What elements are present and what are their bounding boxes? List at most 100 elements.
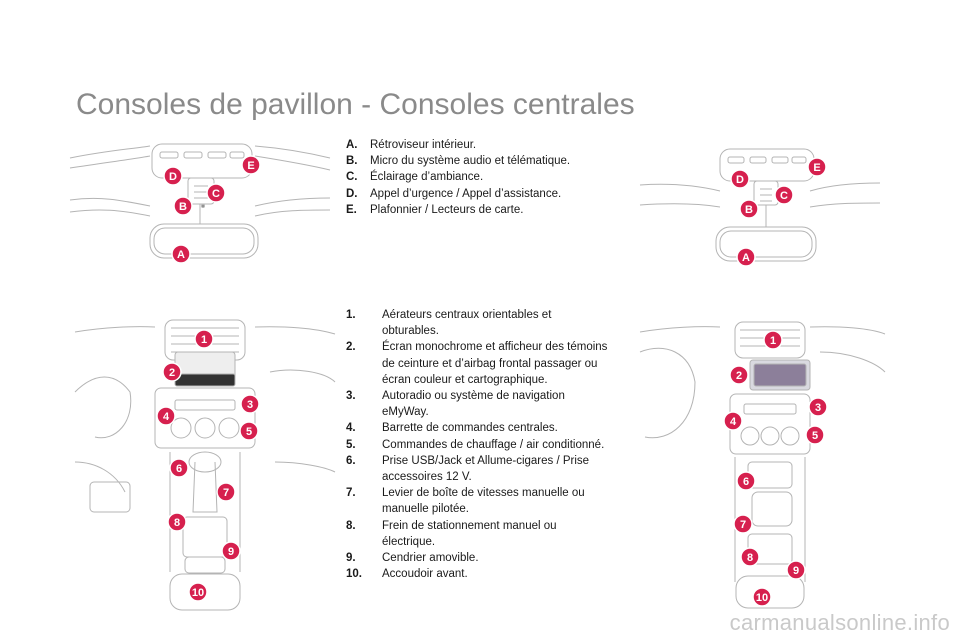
- callout-5-left: 5: [239, 421, 259, 441]
- callout-b-left: B: [173, 196, 193, 216]
- svg-text:2: 2: [736, 370, 742, 382]
- svg-text:10: 10: [192, 587, 204, 599]
- legend-item-b: B. Micro du système audio et télématique.: [346, 153, 616, 169]
- center-console-illustration-right: [639, 321, 886, 609]
- callout-1-right: 1: [763, 330, 783, 350]
- svg-text:5: 5: [812, 430, 818, 442]
- legend-key: D.: [346, 187, 358, 200]
- legend-text: Éclairage d’ambiance.: [370, 171, 484, 184]
- overhead-console-illustration-right: [639, 148, 881, 262]
- legend-item-3: 3. Autoradio ou système de navigation eMy…: [346, 388, 608, 420]
- legend-key: 8.: [346, 519, 356, 532]
- legend-key: 1.: [346, 309, 356, 321]
- svg-text:6: 6: [176, 463, 182, 475]
- legend-text: Autoradio ou système de navigation eMyWa…: [382, 390, 565, 419]
- legend-text: Levier de boîte de vitesses manuelle ou …: [382, 487, 585, 516]
- legend-key: C.: [346, 171, 358, 184]
- legend-item-1: 1.Aérateurs centraux orientables et obtu…: [346, 307, 608, 339]
- legend-text: Frein de stationnement manuel ou électri…: [382, 519, 557, 548]
- legend-text: Appel d’urgence / Appel d’assistance.: [370, 187, 562, 200]
- svg-text:C: C: [212, 188, 220, 200]
- svg-text:4: 4: [730, 416, 737, 428]
- callout-2-right: 2: [729, 365, 749, 385]
- legend-key: 2.: [346, 341, 356, 354]
- callout-e-right: E: [807, 157, 827, 177]
- watermark: carmanualsonline.info: [729, 610, 950, 635]
- callout-a-right: A: [736, 247, 756, 267]
- svg-text:9: 9: [793, 565, 799, 577]
- callout-7-left: 7: [216, 482, 236, 502]
- legend-item-7: 7. Levier de boîte de vitesses manuelle o…: [346, 485, 608, 517]
- callout-7-right: 7: [733, 514, 753, 534]
- svg-text:A: A: [742, 252, 750, 264]
- legend-key: 7.: [346, 487, 356, 500]
- legend-key: 4.: [346, 422, 356, 435]
- callout-1-left: 1: [194, 329, 214, 349]
- legend-text: Plafonnier / Lecteurs de carte.: [370, 203, 524, 216]
- callout-d-left: D: [163, 166, 183, 186]
- svg-text:9: 9: [228, 546, 234, 558]
- legend-item-a: A.Rétroviseur intérieur.: [346, 137, 616, 153]
- callout-4-right: 4: [723, 411, 743, 431]
- svg-text:D: D: [736, 174, 744, 186]
- svg-text:3: 3: [815, 402, 821, 414]
- svg-text:C: C: [780, 190, 788, 202]
- callout-8-left: 8: [167, 512, 187, 532]
- legend-item-d: D. Appel d’urgence / Appel d’assistance.: [346, 186, 616, 202]
- callout-2-left: 2: [162, 362, 182, 382]
- svg-text:B: B: [745, 204, 753, 216]
- callout-6-right: 6: [736, 471, 756, 491]
- callout-4-left: 4: [156, 406, 176, 426]
- callout-d-right: D: [730, 169, 750, 189]
- svg-text:8: 8: [174, 517, 180, 529]
- legend-text: Accoudoir avant.: [382, 568, 468, 581]
- legend-item-c: C. Éclairage d’ambiance.: [346, 169, 616, 185]
- legend-text: Prise USB/Jack et Allume-cigares / Prise…: [382, 454, 590, 484]
- svg-text:1: 1: [201, 334, 207, 346]
- callout-e-left: E: [241, 155, 261, 175]
- callout-b-right: B: [739, 199, 759, 219]
- legend-key: 3.: [346, 390, 356, 403]
- page-title: Consoles de pavillon - Consoles centrale…: [76, 88, 635, 121]
- svg-text:A: A: [177, 249, 185, 261]
- overhead-legend: A.Rétroviseur intérieur. B. Micro du syst…: [346, 137, 616, 218]
- legend-item-6: 6. Prise USB/Jack et Allume-cigares / Pri…: [346, 453, 608, 485]
- legend-text: Barrette de commandes centrales.: [382, 422, 558, 435]
- callout-3-right: 3: [808, 397, 828, 417]
- svg-text:B: B: [179, 201, 187, 213]
- callout-6-left: 6: [169, 458, 189, 478]
- svg-text:4: 4: [163, 411, 170, 423]
- legend-key: 10.: [346, 568, 362, 581]
- legend-item-8: 8. Frein de stationnement manuel ou élect…: [346, 518, 608, 550]
- center-legend: 1.Aérateurs centraux orientables et obtu…: [346, 307, 608, 582]
- svg-text:7: 7: [740, 519, 746, 531]
- legend-item-10: 10. Accoudoir avant.: [346, 566, 608, 582]
- legend-text: Commandes de chauffage / air conditionné…: [382, 438, 605, 451]
- legend-text: Micro du système audio et télématique.: [370, 155, 571, 168]
- legend-key: 6.: [346, 454, 356, 467]
- callout-10-right: 10: [752, 587, 772, 607]
- legend-key: E.: [346, 203, 357, 216]
- legend-key: 5.: [346, 438, 356, 451]
- callout-9-left: 9: [221, 541, 241, 561]
- callout-a-left: A: [171, 244, 191, 264]
- svg-text:5: 5: [246, 426, 252, 438]
- svg-text:1: 1: [770, 335, 776, 347]
- callout-3-left: 3: [240, 394, 260, 414]
- svg-text:D: D: [169, 171, 177, 183]
- legend-key: B.: [346, 155, 358, 168]
- svg-text:E: E: [813, 162, 820, 174]
- legend-item-e: E. Plafonnier / Lecteurs de carte.: [346, 202, 616, 218]
- callout-5-right: 5: [805, 425, 825, 445]
- callout-8-right: 8: [740, 547, 760, 567]
- legend-item-4: 4. Barrette de commandes centrales.: [346, 420, 608, 436]
- svg-text:8: 8: [747, 552, 753, 564]
- legend-item-5: 5. Commandes de chauffage / air condition…: [346, 437, 608, 453]
- callout-9-right: 9: [786, 560, 806, 580]
- svg-text:10: 10: [756, 592, 768, 604]
- legend-text: Cendrier amovible.: [382, 552, 479, 565]
